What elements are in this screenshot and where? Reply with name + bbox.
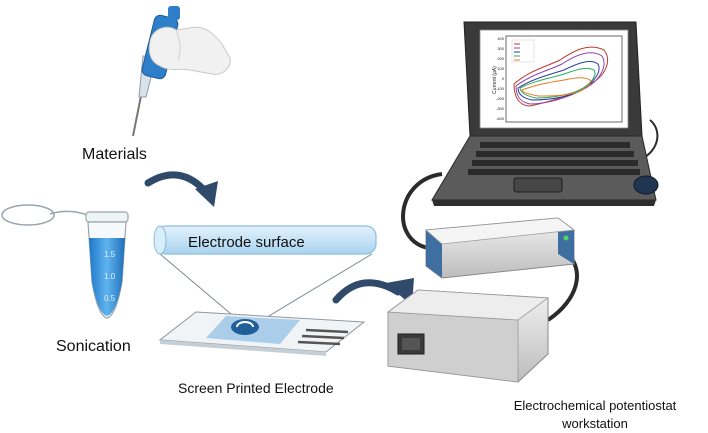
sonication-tube-icon bbox=[1, 204, 129, 319]
workstation-box-icon bbox=[386, 289, 550, 383]
plot-ytick: 0 bbox=[502, 76, 505, 81]
potentiostat-icon bbox=[425, 217, 576, 279]
workstation-label-line1: Electrochemical potentiostat bbox=[513, 398, 677, 413]
plot-ytick: -100 bbox=[496, 86, 505, 91]
workstation-label: Electrochemical potentiostat workstation bbox=[490, 397, 700, 433]
sonication-label: Sonication bbox=[56, 338, 131, 355]
cv-plot: Current (μA) 400 300 200 100 0 -100 -200… bbox=[492, 35, 623, 123]
screen-printed-electrode-label: Screen Printed Electrode bbox=[178, 380, 334, 396]
projection-lines bbox=[159, 253, 373, 326]
tube-mark-1-5: 1.5 bbox=[104, 250, 116, 259]
plot-ytick: -200 bbox=[496, 96, 505, 101]
plot-ytick: 100 bbox=[497, 66, 504, 71]
gloved-hand-icon bbox=[148, 26, 231, 75]
mouse-icon bbox=[633, 175, 659, 195]
plot-ytick: -400 bbox=[496, 116, 505, 121]
plot-ytick: -300 bbox=[496, 106, 505, 111]
workstation-label-line2: workstation bbox=[562, 416, 628, 431]
tube-mark-1-0: 1.0 bbox=[104, 272, 116, 281]
electrode-surface-label: Electrode surface bbox=[188, 234, 305, 251]
plot-ytick: 400 bbox=[497, 36, 504, 41]
plot-ytick: 300 bbox=[497, 46, 504, 51]
screen-printed-electrode-icon bbox=[158, 311, 366, 356]
materials-label: Materials bbox=[82, 146, 147, 163]
pipette-icon bbox=[132, 6, 180, 137]
plot-ylabel: Current (μA) bbox=[492, 66, 498, 94]
tube-mark-0-5: 0.5 bbox=[104, 294, 116, 303]
arrow-materials-to-surface bbox=[144, 171, 218, 207]
electrode-surface-panel bbox=[153, 225, 377, 255]
plot-ytick: 200 bbox=[497, 56, 504, 61]
